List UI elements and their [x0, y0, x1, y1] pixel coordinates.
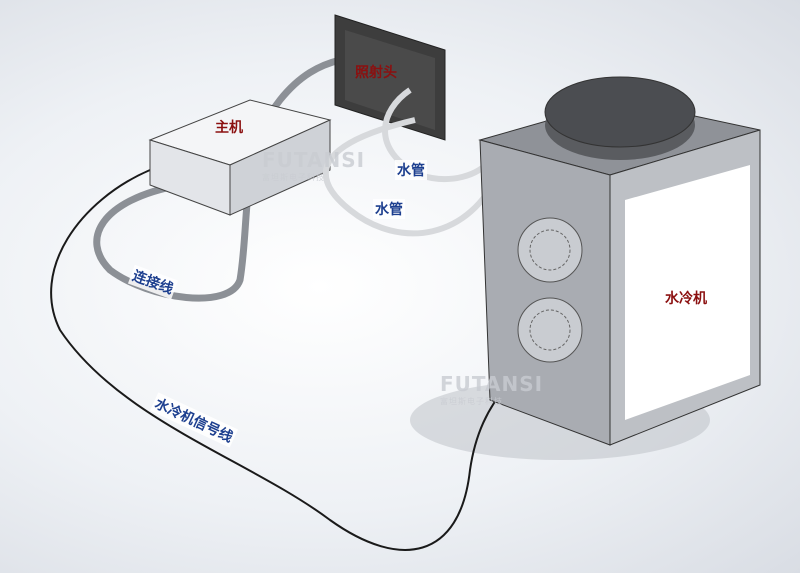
chiller-signal-cable [50, 169, 601, 551]
connection-cable [93, 56, 341, 302]
water-pipe-1-label: 水管 [395, 160, 427, 180]
water-pipe-2 [322, 117, 503, 237]
water-chiller-unit [478, 76, 761, 446]
water-chiller-label: 水冷机 [665, 291, 707, 307]
irradiation-head-label: 照射头 [355, 65, 397, 81]
water-pipe-2-label: 水管 [373, 199, 405, 219]
fan-top [517, 217, 583, 283]
fan-bottom [517, 297, 583, 363]
irradiation-head [334, 14, 446, 141]
host-unit [148, 99, 332, 216]
host-label: 主机 [215, 120, 243, 136]
